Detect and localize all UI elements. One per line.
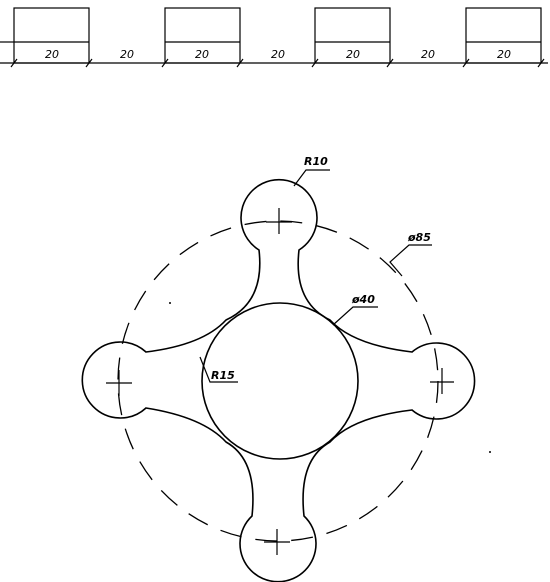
- flange-drawing: R10 ø85 ø40 R15: [81, 155, 491, 582]
- dim-label-2: 20: [120, 48, 134, 61]
- dim-label-3: 20: [195, 48, 209, 61]
- dim-label-4: 20: [271, 48, 285, 61]
- dim-label-1: 20: [45, 48, 59, 61]
- dimension-ticks: [10, 58, 545, 68]
- rect-4: [465, 7, 542, 64]
- leader-r10: R10: [293, 155, 330, 187]
- label-pitch-circle: ø85: [407, 231, 431, 244]
- leader-o40: ø40: [332, 293, 378, 326]
- rect-3: [314, 7, 391, 64]
- label-lobe-radius: R10: [304, 155, 328, 168]
- outer-profile: [81, 178, 476, 582]
- rect-2: [164, 7, 241, 64]
- label-fillet-radius: R15: [211, 369, 235, 382]
- left-lobe-center-mark: [106, 370, 132, 396]
- leader-o85: ø85: [389, 231, 432, 277]
- pitch-circle: [117, 220, 439, 542]
- point-mark: [169, 302, 171, 304]
- label-center-circle: ø40: [351, 293, 375, 306]
- center-bore-circle: [201, 302, 359, 460]
- bottom-lobe-center-mark: [264, 529, 290, 555]
- rect-1: [13, 7, 90, 64]
- dim-label-7: 20: [497, 48, 511, 61]
- dim-label-5: 20: [346, 48, 360, 61]
- point-mark: [489, 451, 491, 453]
- right-lobe-center-mark: [430, 368, 454, 394]
- leader-r15: R15: [199, 356, 238, 383]
- dim-label-6: 20: [421, 48, 435, 61]
- top-dimension-strip: 20 20 20 20 20 20 20: [0, 7, 548, 68]
- top-lobe-center-mark: [266, 208, 292, 234]
